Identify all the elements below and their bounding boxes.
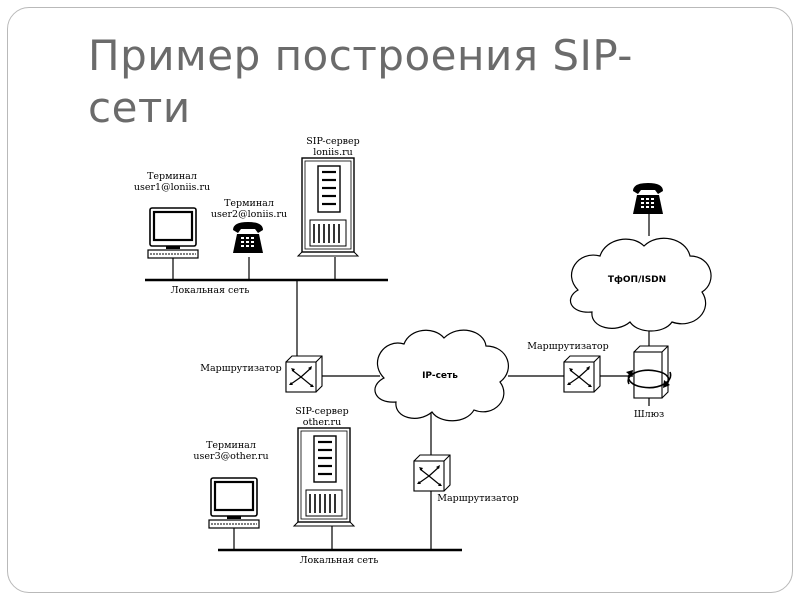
computer-icon — [207, 476, 261, 530]
pstn-label: ТфОП/ISDN — [608, 275, 666, 285]
server1-address: loniis.ru — [313, 147, 353, 158]
server2-title: SIP-сервер — [295, 406, 348, 417]
terminal3-title: Терминал — [206, 440, 256, 451]
gateway-label: Шлюз — [634, 409, 664, 420]
cloud-icon — [569, 237, 712, 332]
telephone-icon — [233, 222, 263, 253]
router2-label: Маршрутизатор — [527, 341, 608, 352]
terminal1-title: Терминал — [147, 171, 197, 182]
gateway-icon — [626, 345, 672, 399]
router3-label: Маршрутизатор — [437, 493, 518, 504]
router-icon — [563, 355, 601, 393]
computer-icon — [146, 206, 200, 260]
terminal2-title: Терминал — [224, 198, 274, 209]
terminal2-address: user2@loniis.ru — [211, 209, 287, 220]
ip-network-label: IP-сеть — [422, 371, 458, 381]
slide-title: Пример построения SIP-сети — [88, 31, 633, 132]
terminal1-address: user1@loniis.ru — [134, 182, 210, 193]
router-icon — [413, 454, 451, 492]
server2-address: other.ru — [303, 417, 341, 428]
server1-title: SIP-сервер — [306, 136, 359, 147]
cloud-icon — [374, 329, 509, 422]
terminal3-address: user3@other.ru — [193, 451, 268, 462]
server-icon — [296, 156, 360, 258]
lan1-label: Локальная сеть — [171, 285, 250, 296]
lan2-label: Локальная сеть — [300, 555, 379, 566]
telephone-icon — [633, 183, 663, 214]
router-icon — [285, 355, 323, 393]
router1-label: Маршрутизатор — [200, 363, 281, 374]
server-icon — [292, 426, 356, 528]
